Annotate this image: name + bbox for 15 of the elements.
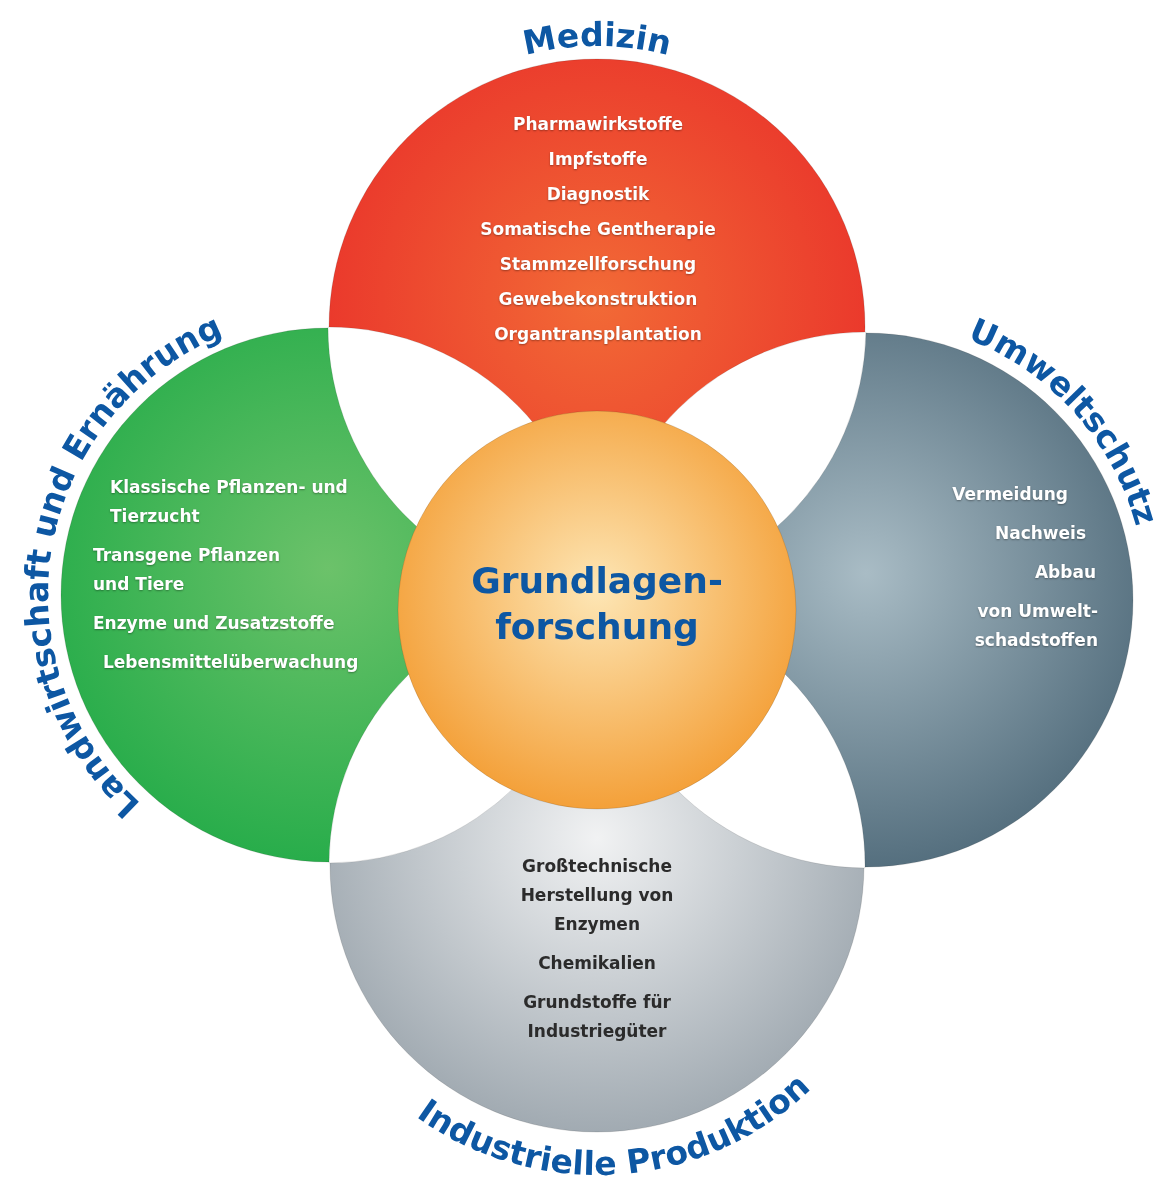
list-item: Stammzellforschung <box>499 253 697 276</box>
list-item: von Umwelt- schadstoffen <box>973 600 1098 652</box>
list-item: Organtransplantation <box>494 323 702 346</box>
category-heading: Medizin <box>519 14 675 63</box>
list-item: Impfstoffe <box>548 148 648 171</box>
list-item: Abbau <box>1034 561 1096 584</box>
list-item: Diagnostik <box>546 183 650 206</box>
list-item: Gewebekonstruktion <box>498 288 698 311</box>
list-item: Grundstoffe für Industriegüter <box>522 991 672 1043</box>
list-item: Chemikalien <box>538 952 656 975</box>
list-item: Somatische Gentherapie <box>480 218 716 241</box>
list-item: Großtechnische Herstellung von Enzymen <box>519 855 675 936</box>
list-item: Pharmawirkstoffe <box>512 113 684 136</box>
core-title: Grundlagen- forschung <box>470 559 724 649</box>
list-item: Nachweis <box>994 523 1086 545</box>
